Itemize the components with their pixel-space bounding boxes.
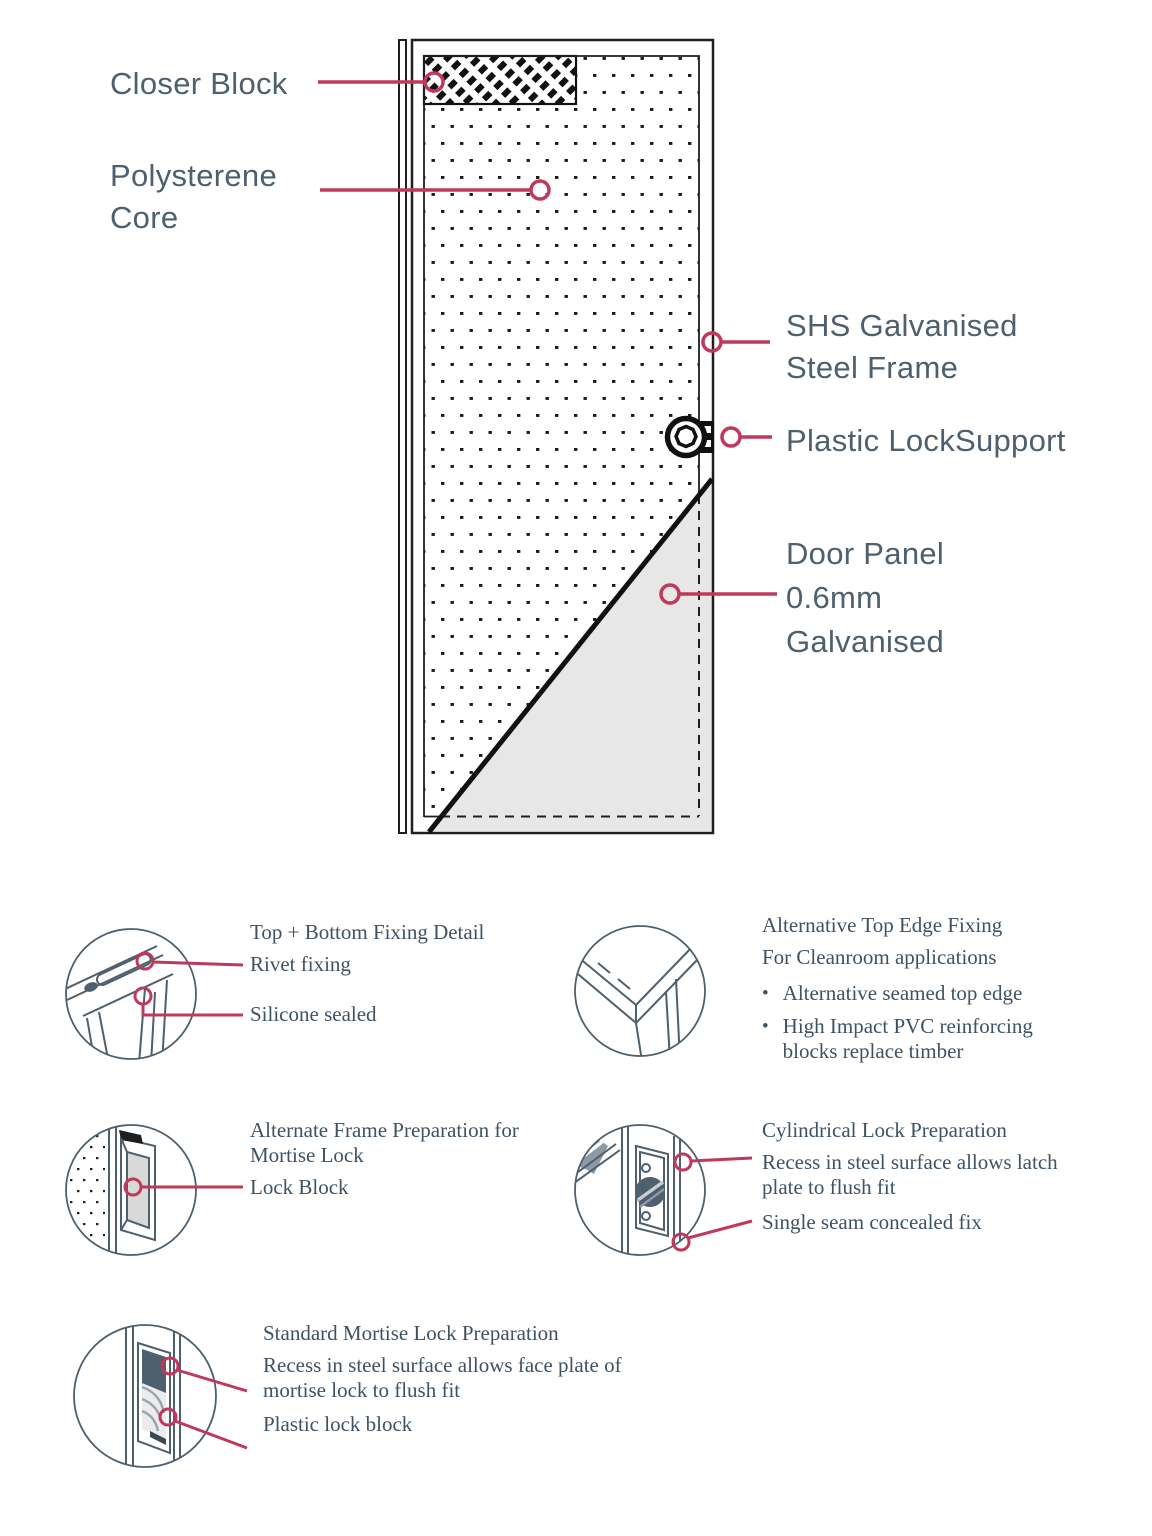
label-door-panel: Door Panel 0.6mm Galvanised [786,536,945,659]
bullet-icon: • [762,983,769,1004]
cyl-recess-label: Recess in steel surface allows latch pla… [762,1150,1058,1199]
mortise-recess-label: Recess in steel surface allows face plat… [263,1353,622,1402]
leader-rivet-fixing [135,951,244,971]
panel-diagonal-edge [427,477,714,834]
door-panel-skin-area [431,479,713,831]
bullet-icon: • [762,1016,769,1037]
label-plastic-lock-support: Plastic LockSupport [786,423,1066,458]
leader-lines [318,71,777,605]
top-edge-subtitle: For Cleanroom applications [762,945,997,969]
mortise-frame-title: Alternate Frame Preparation for Mortise … [250,1118,519,1167]
polysterene-core-area [424,56,699,817]
plastic-lock-block-label: Plastic lock block [263,1412,413,1436]
leader-silicone-sealed [133,986,243,1017]
single-seam-label: Single seam concealed fix [762,1210,982,1234]
label-polysterene-core: Polysterene Core [110,158,278,235]
leader-plastic-lock-block [158,1407,248,1450]
lock-block-label: Lock Block [250,1175,349,1199]
closer-block-area [422,54,578,106]
top-edge-bullet-2: • High Impact PVC reinforcing blocks rep… [762,1014,1033,1063]
leader-door-panel [659,583,777,605]
plastic-lock-support-drawing [664,415,714,459]
mortise-frame-prep-drawing [65,1124,197,1256]
label-shs-frame: SHS Galvanised Steel Frame [786,308,1018,385]
leader-mortise-recess [160,1356,248,1393]
fixing-detail-drawing [65,928,197,1060]
top-edge-fixing-drawing [574,925,706,1057]
door-outer-frame [410,38,715,835]
standard-mortise-title: Standard Mortise Lock Preparation [263,1321,559,1345]
cylindrical-lock-title: Cylindrical Lock Preparation [762,1118,1007,1142]
top-edge-title: Alternative Top Edge Fixing [762,913,1003,937]
fixing-detail-rivet-label: Rivet fixing [250,952,351,976]
leader-lock-block [123,1177,243,1197]
door-inner-frame [423,55,700,817]
leader-shs-frame [701,331,770,353]
fixing-detail-silicone-label: Silicone sealed [250,1002,377,1026]
leader-cyl-recess [673,1152,753,1172]
leader-single-seam [671,1219,753,1252]
door-edge-strip [398,39,407,834]
label-closer-block: Closer Block [110,66,288,101]
top-edge-bullet-1: • Alternative seamed top edge [762,981,1023,1005]
standard-mortise-prep-drawing [73,1324,217,1468]
leader-closer-block [318,71,445,93]
leader-plastic-lock-support [720,426,772,448]
leader-polysterene-core [320,179,551,201]
fixing-detail-title: Top + Bottom Fixing Detail [250,920,485,944]
cylindrical-lock-prep-drawing [574,1124,706,1256]
